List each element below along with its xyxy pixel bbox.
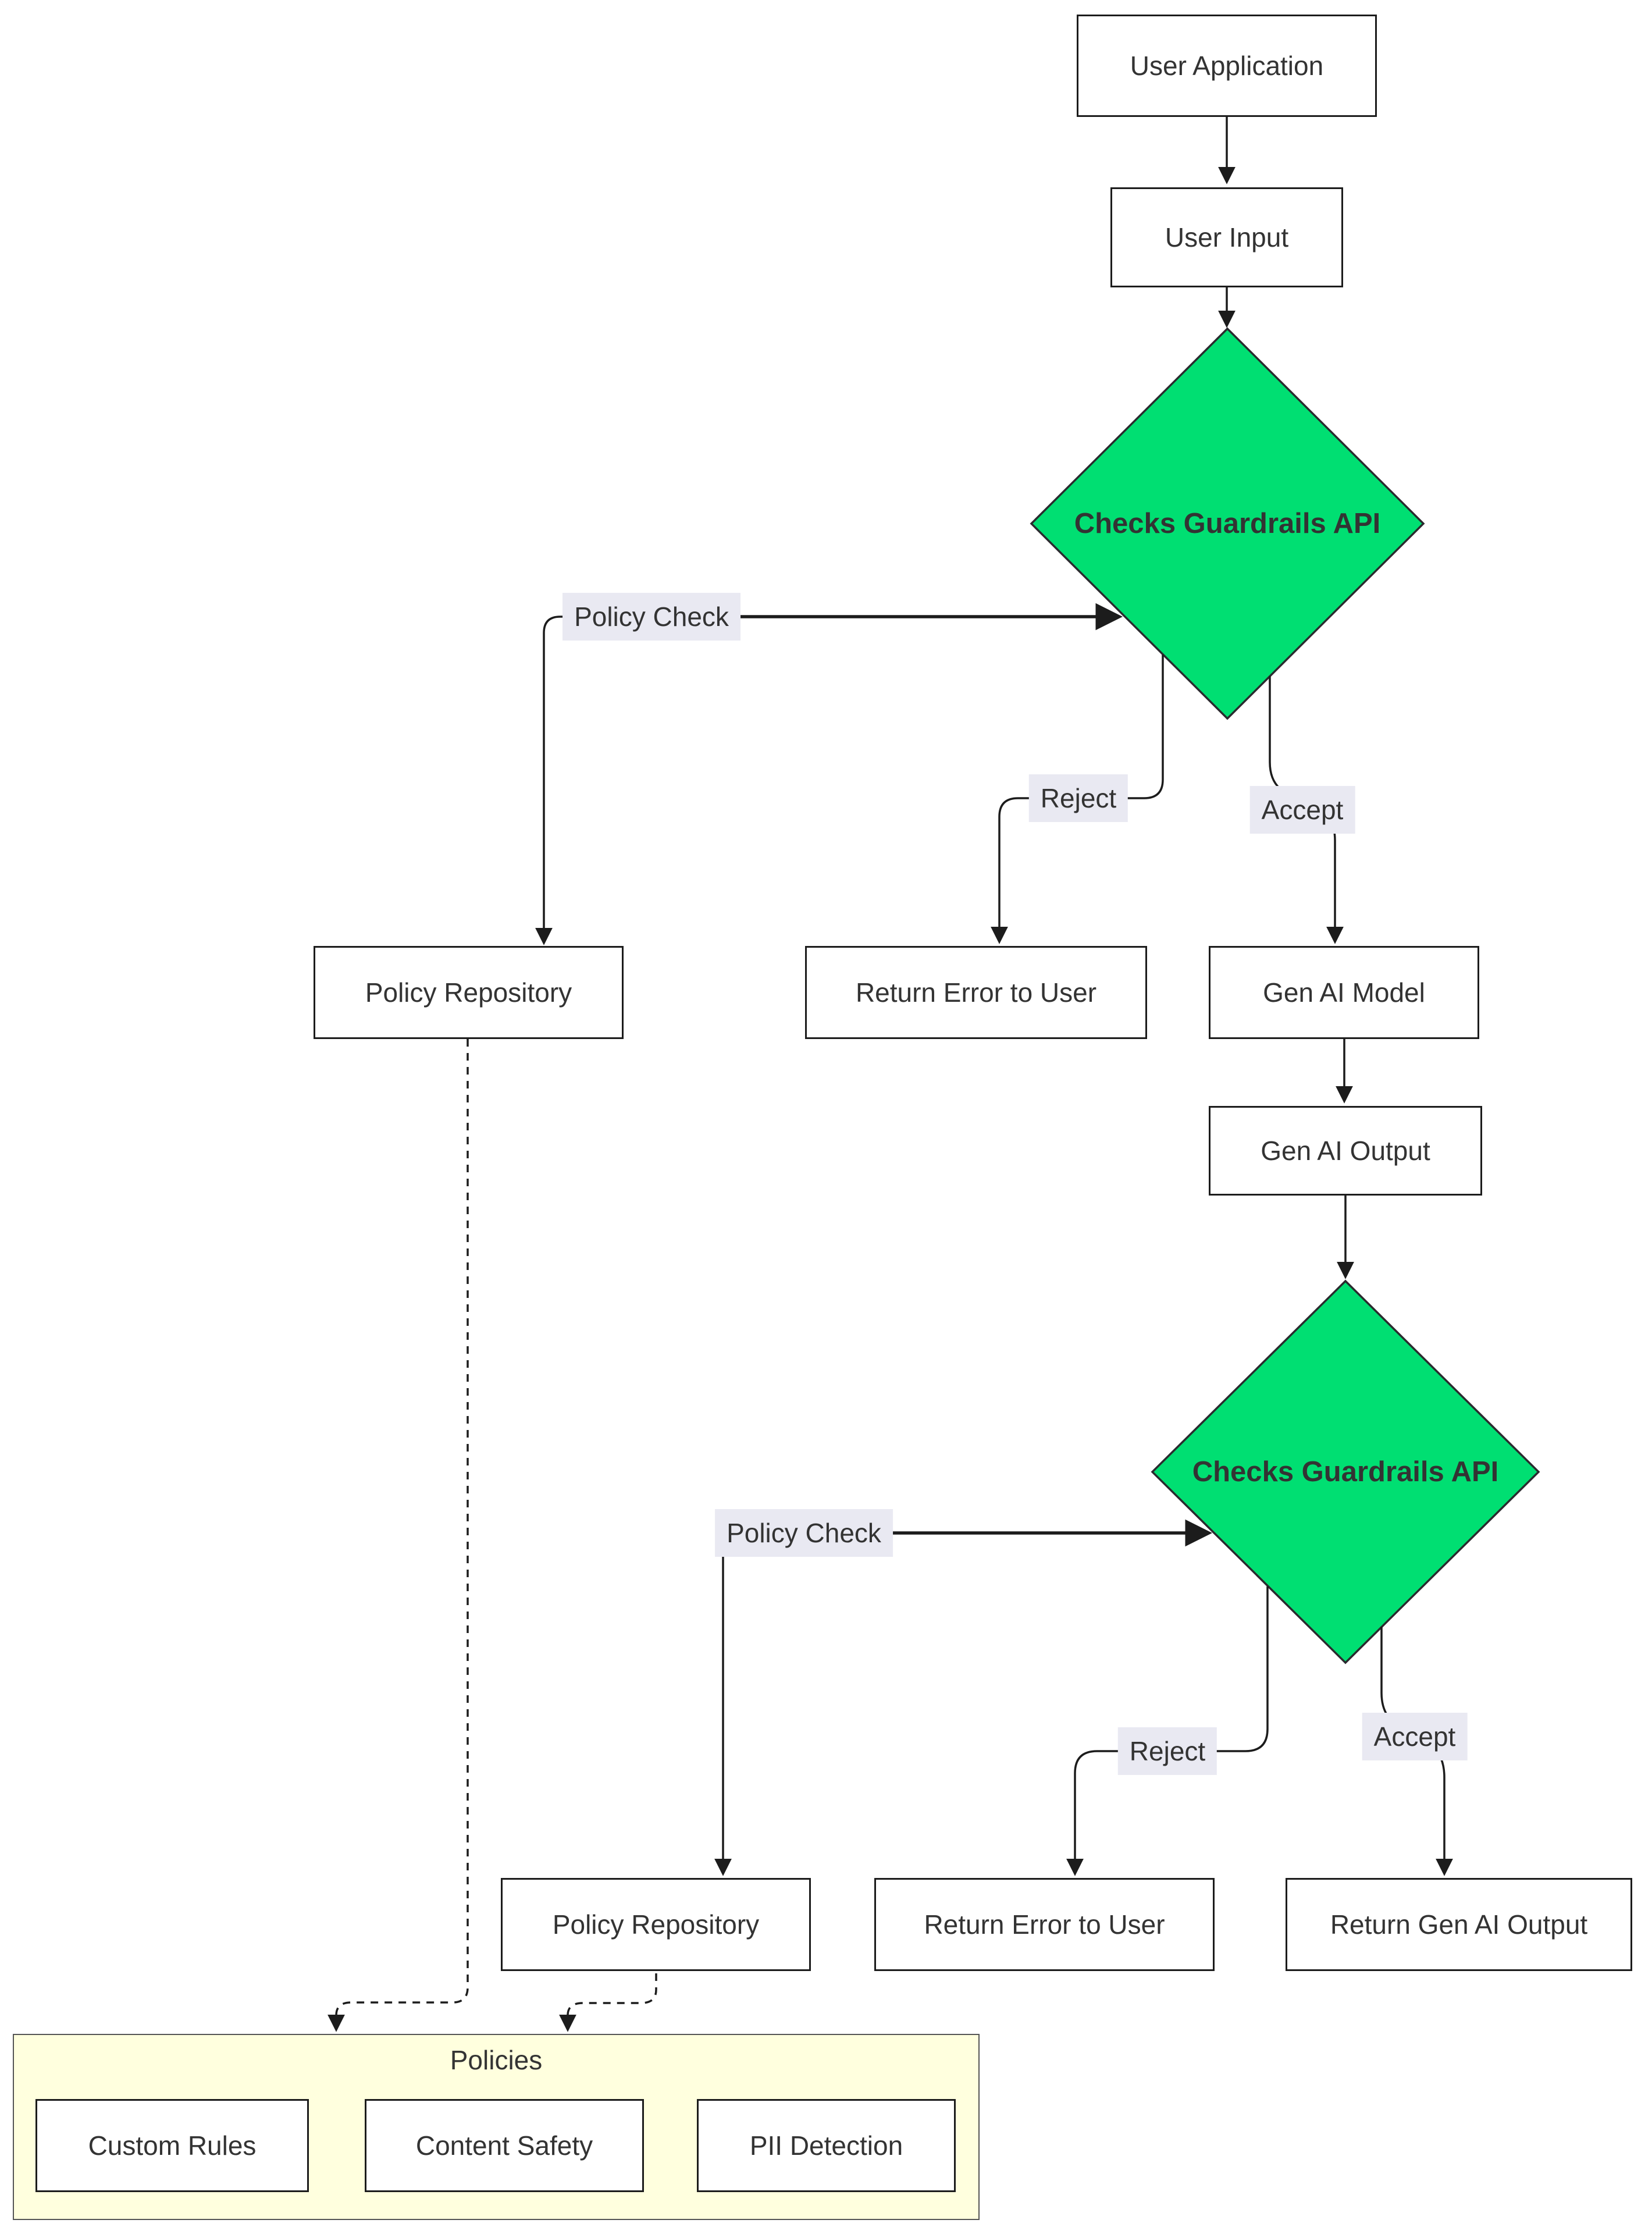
custom-rules-node: Custom Rules — [35, 2099, 309, 2192]
return-gen-ai-output-node: Return Gen AI Output — [1286, 1878, 1632, 1971]
user-input-node: User Input — [1110, 187, 1343, 287]
edge-policy-check-2-to-policy-repository-2 — [714, 1532, 732, 1876]
guardrails-check-2-label: Checks Guardrails API — [1192, 1456, 1499, 1488]
guardrails-check-1-label: Checks Guardrails API — [1074, 508, 1381, 539]
accept-1-edge-label: Accept — [1249, 786, 1355, 834]
user-application-node: User Application — [1077, 15, 1377, 117]
edge-policy-repository-2-to-policies — [559, 1973, 657, 2032]
accept-2-edge-label: Accept — [1362, 1713, 1468, 1760]
policy-repository-2-node: Policy Repository — [501, 1878, 811, 1971]
edge-policy-repository-1-to-policies — [327, 1039, 469, 2032]
reject-1-edge-label: Reject — [1028, 774, 1128, 822]
content-safety-node: Content Safety — [365, 2099, 644, 2192]
policy-check-2-edge-label: Policy Check — [715, 1509, 893, 1557]
reject-2-edge-label: Reject — [1117, 1727, 1217, 1775]
gen-ai-output-node: Gen AI Output — [1209, 1106, 1482, 1196]
edge-policy-check-1-to-policy-repository-1 — [535, 616, 576, 945]
policy-repository-1-node: Policy Repository — [314, 946, 624, 1039]
policies-subgraph-title: Policies — [450, 2045, 543, 2075]
pii-detection-node: PII Detection — [697, 2099, 956, 2192]
guardrails-check-2-diamond — [1151, 1279, 1540, 1664]
return-error-1-node: Return Error to User — [805, 946, 1147, 1039]
gen-ai-model-node: Gen AI Model — [1209, 946, 1479, 1039]
policy-check-1-edge-label: Policy Check — [562, 593, 740, 641]
edge-reject-2-to-return-error-2 — [1066, 1586, 1269, 1876]
return-error-2-node: Return Error to User — [874, 1878, 1215, 1971]
guardrails-check-1-diamond — [1030, 327, 1425, 720]
